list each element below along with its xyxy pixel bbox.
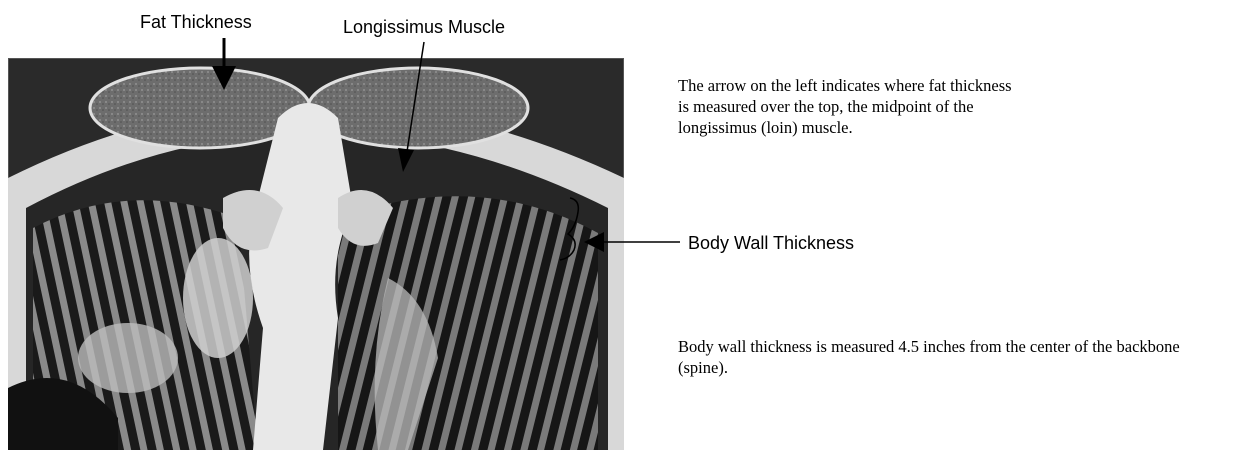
body-wall-caption: Body wall thickness is measured 4.5 inch… (678, 336, 1228, 378)
body-wall-thickness-label: Body Wall Thickness (688, 233, 854, 254)
fat-thickness-label: Fat Thickness (140, 12, 252, 33)
longissimus-muscle-label: Longissimus Muscle (343, 17, 505, 38)
cross-section-scan-image (8, 58, 624, 450)
fat-caption: The arrow on the left indicates where fa… (678, 75, 1018, 138)
